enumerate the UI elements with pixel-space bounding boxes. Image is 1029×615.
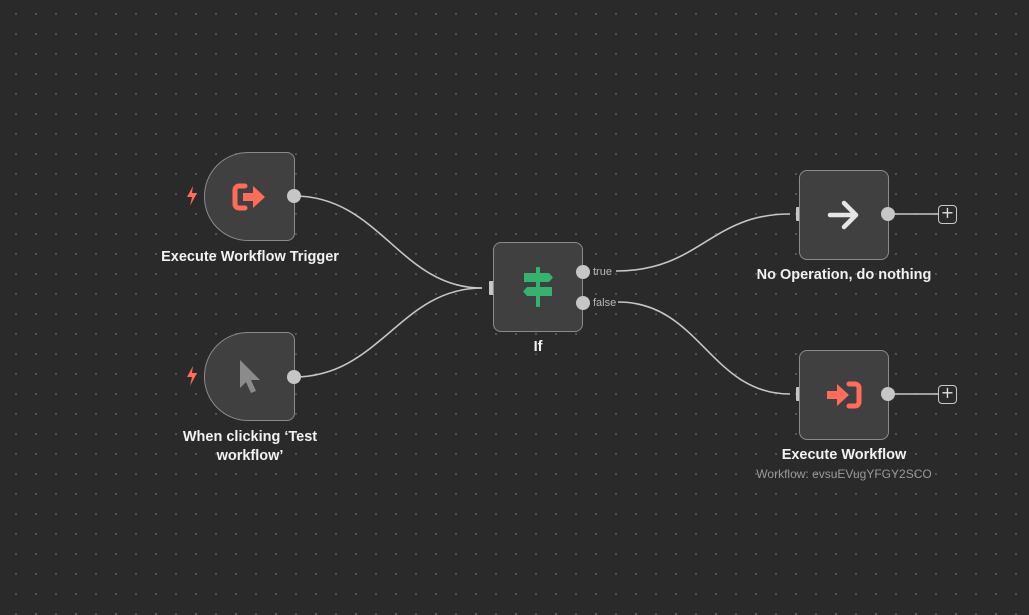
connection-manual-trigger-to-if[interactable] — [293, 287, 483, 378]
node-label-execute-workflow-trigger: Execute Workflow Trigger — [161, 249, 339, 265]
arrow-right-icon — [827, 200, 859, 230]
node-no-operation[interactable] — [799, 170, 889, 260]
if-false-output-port[interactable] — [575, 295, 591, 311]
connection-if-false-to-execute-workflow[interactable] — [617, 301, 791, 395]
if-true-output-label: true — [593, 266, 612, 278]
noop-output-port[interactable] — [880, 206, 896, 222]
node-subtitle-execute-workflow: Workflow: evsuEVugYFGY2SCO — [756, 467, 932, 481]
sign-in-icon — [827, 381, 862, 409]
execute-workflow-add-node-button[interactable]: + — [938, 385, 957, 404]
signpost-icon — [523, 267, 553, 307]
node-label-no-operation: No Operation, do nothing — [756, 267, 932, 283]
lightning-bolt-icon — [187, 186, 197, 206]
node-execute-workflow[interactable] — [799, 350, 889, 440]
node-manual-trigger[interactable] — [204, 332, 295, 421]
if-false-output-label: false — [593, 297, 617, 309]
node-label-if: If — [533, 339, 543, 355]
manual-trigger-output-port[interactable] — [286, 369, 302, 385]
connection-if-true-to-noop[interactable] — [615, 213, 791, 272]
node-label-manual-trigger-line1: When clicking ‘Test — [182, 429, 318, 445]
connection-execute-trigger-to-if[interactable] — [293, 195, 483, 289]
node-label-manual-trigger-line2: workflow’ — [216, 448, 284, 464]
if-true-output-port[interactable] — [575, 264, 591, 280]
execute-trigger-output-port[interactable] — [286, 188, 302, 204]
node-if[interactable] — [493, 242, 583, 332]
node-execute-workflow-trigger[interactable] — [204, 152, 295, 241]
sign-out-icon — [232, 183, 265, 210]
execute-workflow-output-port[interactable] — [880, 386, 896, 402]
lightning-bolt-icon — [187, 366, 197, 386]
node-label-execute-workflow: Execute Workflow — [781, 447, 907, 463]
cursor-icon — [239, 359, 260, 393]
noop-add-node-button[interactable]: + — [938, 205, 957, 224]
node-label-manual-trigger: When clicking ‘Test workflow’ — [183, 428, 317, 466]
